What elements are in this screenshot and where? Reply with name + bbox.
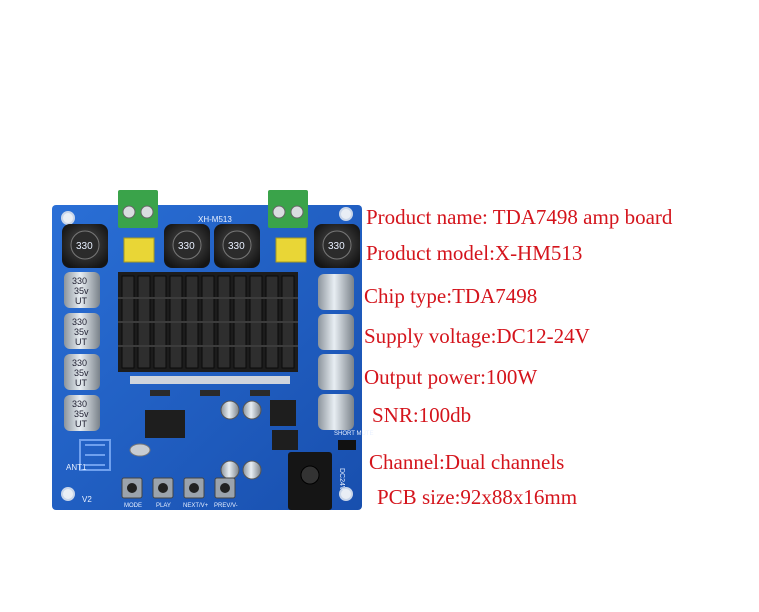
spec-pcb-size: PCB size:92x88x16mm — [377, 485, 578, 509]
spec-chip-type: Chip type:TDA7498 — [364, 284, 538, 308]
version-label: V2 — [82, 495, 92, 504]
spec-product-name: Product name: TDA7498 amp board — [366, 205, 673, 229]
small-capacitors — [220, 400, 262, 480]
short-mute-jumper: SHORT MUTE DC24V — [334, 431, 373, 491]
cap-marking: 330 — [72, 399, 87, 409]
button-label-prev: PREV/V- — [214, 503, 238, 509]
inductor-marking: 330 — [228, 241, 245, 252]
cap-marking: 330 — [72, 317, 87, 327]
board-model-silk: XH-M513 — [198, 215, 232, 224]
heatsink — [118, 272, 298, 372]
button-label-mode: MODE — [124, 503, 142, 509]
cap-marking: 330 — [72, 276, 87, 286]
cap-marking: UT — [75, 378, 87, 388]
cap-marking: UT — [75, 296, 87, 306]
dc-jack — [288, 452, 332, 510]
spec-output-power: Output power:100W — [364, 365, 538, 389]
cap-marking: UT — [75, 419, 87, 429]
button-label-play: PLAY — [156, 503, 171, 509]
speaker-terminal-left — [118, 190, 158, 228]
dc-label: DC24V — [338, 468, 345, 491]
spec-supply-voltage: Supply voltage:DC12-24V — [364, 324, 590, 348]
control-buttons: MODE PLAY NEXT/V+ PREV/V- — [121, 477, 238, 509]
inductor-marking: 330 — [328, 241, 345, 252]
electrolytic-caps-left: 330 35v UT 330 35v UT 330 35v UT 330 35v… — [64, 272, 100, 431]
spec-snr: SNR:100db — [372, 403, 472, 427]
speaker-terminal-right — [268, 190, 308, 228]
spec-product-model: Product model:X-HM513 — [366, 241, 583, 265]
antenna-label: ANT1 — [66, 463, 87, 472]
cap-marking: 35v — [74, 327, 89, 337]
cap-marking: UT — [75, 337, 87, 347]
inductor-marking: 330 — [178, 241, 195, 252]
button-label-next: NEXT/V+ — [183, 503, 209, 509]
ic-chips — [129, 400, 298, 457]
film-capacitors — [123, 237, 307, 263]
cap-marking: 330 — [72, 358, 87, 368]
inductors: 330 330 330 330 — [62, 224, 360, 268]
cap-marking: 35v — [74, 368, 89, 378]
cap-marking: 35v — [74, 286, 89, 296]
spec-channel: Channel:Dual channels — [369, 450, 565, 474]
inductor-marking: 330 — [76, 241, 93, 252]
short-mute-label: SHORT MUTE — [334, 431, 373, 437]
smd-components — [130, 376, 290, 396]
electrolytic-caps-right — [318, 274, 354, 430]
cap-marking: 35v — [74, 409, 89, 419]
